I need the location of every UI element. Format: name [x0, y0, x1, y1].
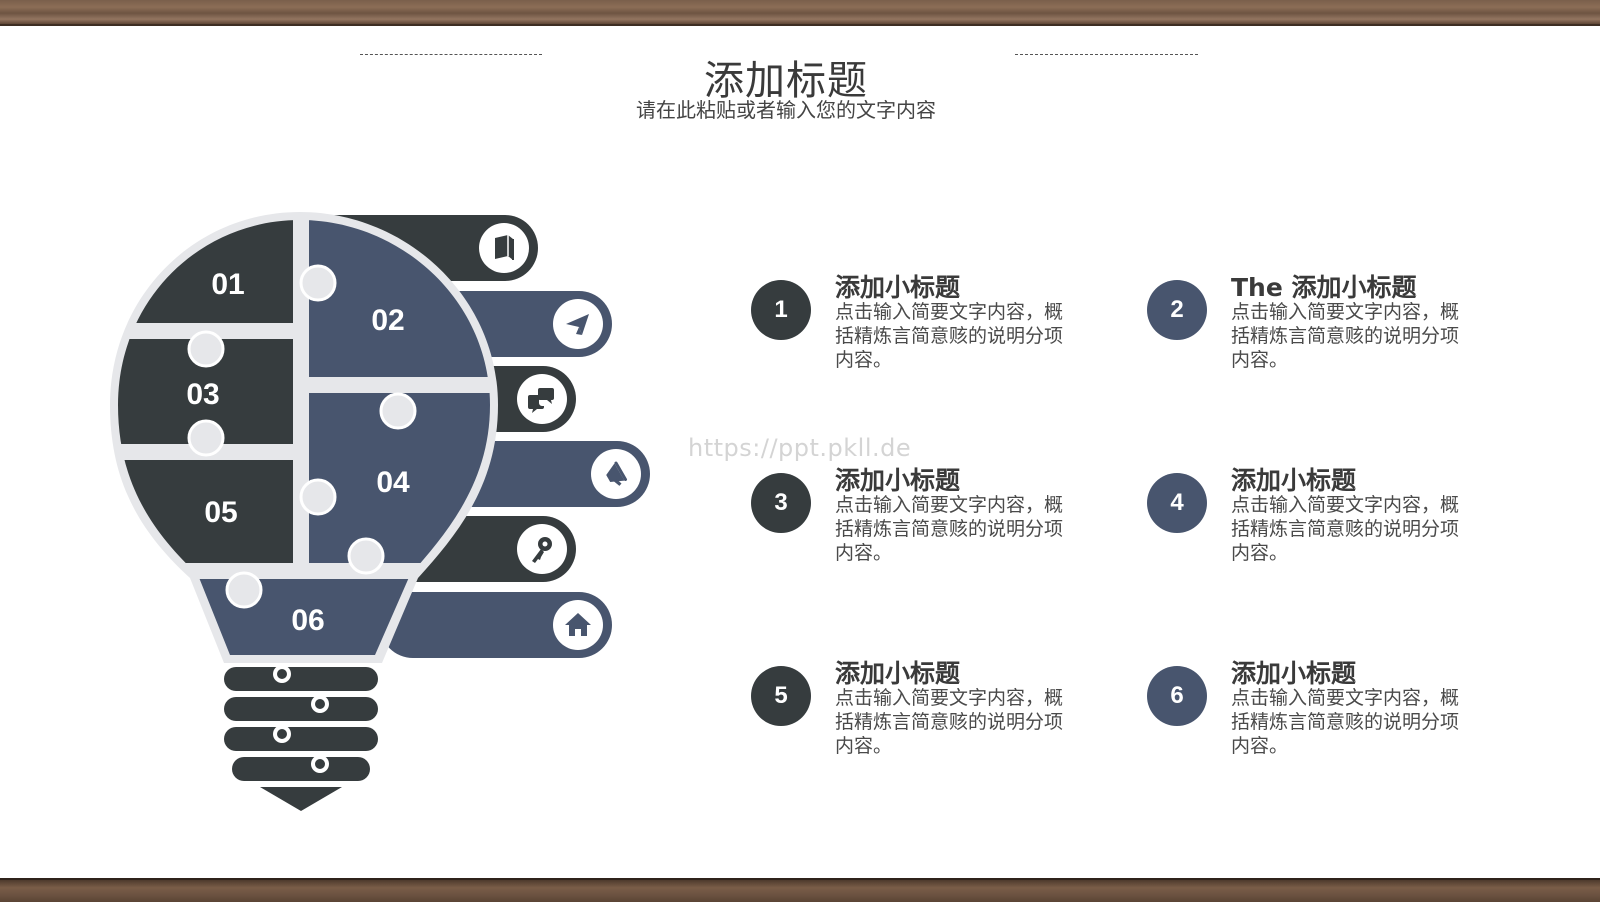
key-icon [532, 537, 552, 563]
item-description[interactable]: 点击输入简要文字内容，概括精炼言简意赅的说明分项内容。 [835, 687, 1064, 757]
title-divider-right [1015, 54, 1198, 55]
list-item-3[interactable]: 3 添加小标题 点击输入简要文字内容，概括精炼言简意赅的说明分项内容。 [751, 466, 1111, 579]
list-item-1[interactable]: 1 添加小标题 点击输入简要文字内容，概括精炼言简意赅的说明分项内容。 [751, 273, 1111, 386]
item-title[interactable]: 添加小标题 [835, 273, 961, 302]
list-item-4[interactable]: 4 添加小标题 点击输入简要文字内容，概括精炼言简意赅的说明分项内容。 [1147, 466, 1507, 579]
piece-label-05: 05 [204, 496, 237, 529]
list-item-5[interactable]: 5 添加小标题 点击输入简要文字内容，概括精炼言简意赅的说明分项内容。 [751, 659, 1111, 772]
title-divider-left [360, 54, 542, 55]
number-badge: 3 [751, 473, 811, 533]
paper-plane-icon [566, 314, 589, 335]
piece-label-04: 04 [376, 466, 410, 499]
list-item-6[interactable]: 6 添加小标题 点击输入简要文字内容，概括精炼言简意赅的说明分项内容。 [1147, 659, 1507, 772]
piece-label-02: 02 [371, 304, 404, 337]
item-description[interactable]: 点击输入简要文字内容，概括精炼言简意赅的说明分项内容。 [835, 494, 1064, 564]
lightbulb-puzzle-graphic: 01 02 03 04 05 06 [110, 212, 650, 811]
list-item-2[interactable]: 2 The 添加小标题 点击输入简要文字内容，概括精炼言简意赅的说明分项内容。 [1147, 273, 1507, 386]
number-badge: 1 [751, 280, 811, 340]
number-badge: 4 [1147, 473, 1207, 533]
page-title[interactable]: 添加标题 [704, 58, 868, 104]
watermark-text: https://ppt.pkll.de [688, 434, 912, 462]
home-icon [565, 613, 591, 636]
tab-6[interactable] [380, 592, 612, 658]
book-icon [495, 235, 514, 260]
item-description[interactable]: 点击输入简要文字内容，概括精炼言简意赅的说明分项内容。 [1231, 687, 1460, 757]
item-description[interactable]: 点击输入简要文字内容，概括精炼言简意赅的说明分项内容。 [1231, 301, 1460, 371]
item-description[interactable]: 点击输入简要文字内容，概括精炼言简意赅的说明分项内容。 [1231, 494, 1460, 564]
number-badge: 5 [751, 666, 811, 726]
bulb-screw-base [224, 665, 378, 811]
chat-bubbles-icon [528, 388, 554, 413]
piece-label-06: 06 [291, 604, 324, 637]
piece-label-03: 03 [186, 378, 219, 411]
page-subtitle[interactable]: 请在此粘贴或者输入您的文字内容 [636, 98, 936, 122]
piece-label-01: 01 [211, 268, 244, 301]
megaphone-icon [606, 461, 628, 486]
item-description[interactable]: 点击输入简要文字内容，概括精炼言简意赅的说明分项内容。 [835, 301, 1064, 371]
item-title[interactable]: 添加小标题 [1231, 466, 1357, 495]
item-title[interactable]: 添加小标题 [835, 659, 961, 688]
wood-frame-top [0, 0, 1600, 26]
wood-frame-bottom [0, 878, 1600, 902]
number-badge: 6 [1147, 666, 1207, 726]
item-title[interactable]: The 添加小标题 [1231, 273, 1417, 302]
number-badge: 2 [1147, 280, 1207, 340]
item-title[interactable]: 添加小标题 [835, 466, 961, 495]
item-title[interactable]: 添加小标题 [1231, 659, 1357, 688]
slide-canvas: 添加标题 请在此粘贴或者输入您的文字内容 [0, 26, 1600, 878]
